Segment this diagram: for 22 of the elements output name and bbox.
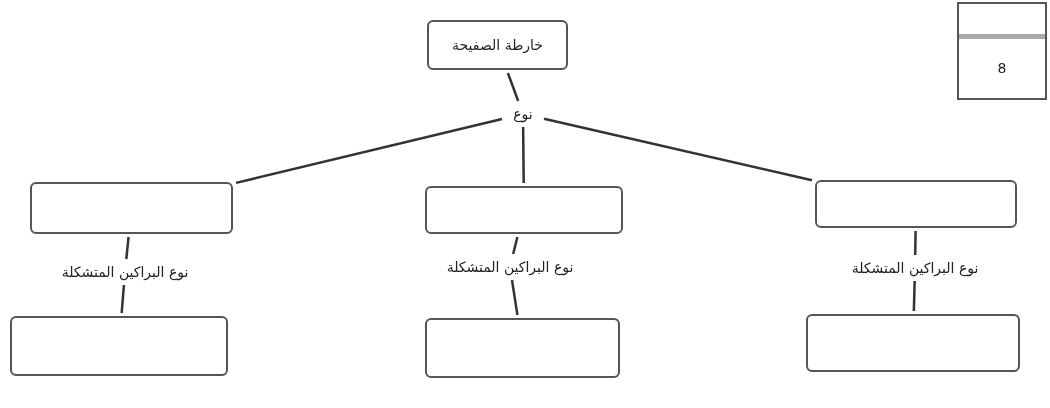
connector-line <box>235 117 503 185</box>
connector-line <box>543 117 813 182</box>
empty-box <box>30 182 233 234</box>
empty-box <box>815 180 1017 228</box>
title-box: خارطة الصفيحة <box>427 20 568 70</box>
empty-box <box>425 318 620 378</box>
connector-line <box>506 72 520 102</box>
empty-box <box>806 314 1020 372</box>
connector-line <box>913 231 917 255</box>
node-label: نوع البراكين المتشكلة <box>40 262 210 282</box>
connector-line <box>125 236 130 260</box>
connector-line <box>120 284 126 314</box>
node-label: نوع <box>505 104 541 124</box>
node-label: نوع البراكين المتشكلة <box>425 257 595 277</box>
connector-line <box>521 127 525 183</box>
page-number-box: 8 <box>957 2 1047 100</box>
connector-line <box>510 279 519 316</box>
connector-line <box>912 280 916 312</box>
empty-box <box>10 316 228 376</box>
node-label: نوع البراكين المتشكلة <box>830 258 1000 278</box>
empty-box <box>425 186 623 234</box>
connector-line <box>511 236 519 255</box>
